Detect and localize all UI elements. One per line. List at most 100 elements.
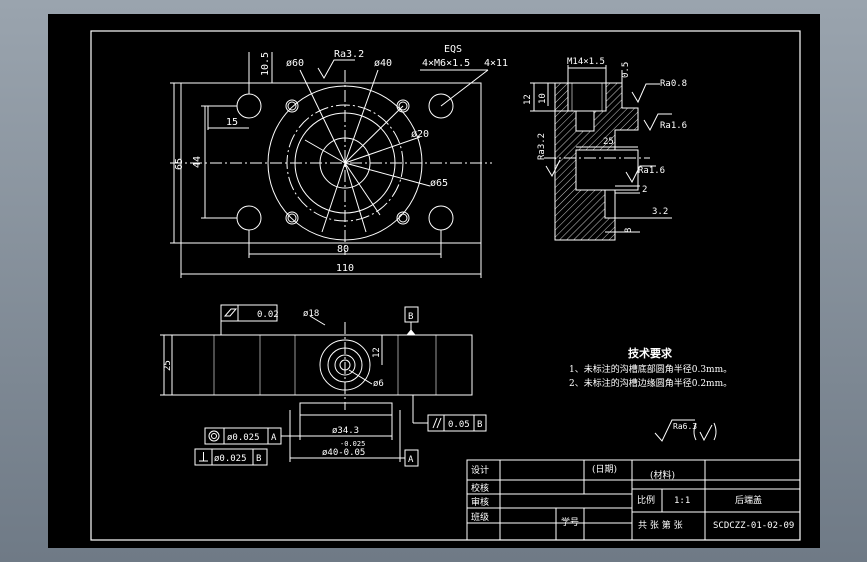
tb-scale-label: 比例 xyxy=(637,494,655,506)
tech-title: 技术要求 xyxy=(628,346,673,360)
label-44: 44 xyxy=(192,156,203,168)
concentricity-icon xyxy=(208,430,220,442)
leader-d20 xyxy=(344,136,421,164)
leader-d40 xyxy=(344,69,379,164)
roughness-symbol xyxy=(625,165,656,184)
section-view-labels: M14×1.5 0.5 Ra0.8 12 10 Ra1.6 Ra3.2 25 R… xyxy=(523,57,687,233)
label-15: 15 xyxy=(226,117,238,128)
label-d40: ø40 xyxy=(374,58,392,69)
circle-d20 xyxy=(319,137,371,189)
threaded-hole-core xyxy=(398,101,408,111)
front-view xyxy=(160,304,487,467)
label-d6: ø6 xyxy=(373,379,384,389)
title-block-frame xyxy=(466,459,801,541)
label-110: 110 xyxy=(336,263,354,274)
datum-a-box xyxy=(404,449,419,467)
concentricity-icon xyxy=(211,433,217,439)
tech-line-1: 1、未标注的沟槽底部圆角半径0.3mm。 xyxy=(569,363,732,375)
label-ra08: Ra0.8 xyxy=(660,79,687,89)
label-12: 12 xyxy=(372,347,382,358)
tb-review: 审核 xyxy=(471,496,489,508)
label-ra32: Ra3.2 xyxy=(537,133,547,160)
tb-material: (材料) xyxy=(650,469,675,481)
tb-sheets: 共 张 第 张 xyxy=(638,519,683,531)
label-holes: 4×11 xyxy=(484,58,508,69)
label-parallel-tol: 0.05 xyxy=(448,420,470,430)
label-datum-a: A xyxy=(408,455,414,465)
tb-class: 班级 xyxy=(471,511,489,523)
threaded-hole-core xyxy=(287,101,297,111)
leader-radial xyxy=(321,162,346,233)
label-d65: ø65 xyxy=(430,178,448,189)
recess xyxy=(575,149,639,191)
label-concentric-tol: ø0.025 xyxy=(227,433,260,443)
top-view xyxy=(170,52,492,278)
circle-d40 xyxy=(294,112,396,214)
tb-part-name: 后端盖 xyxy=(735,494,762,506)
label-d60: ø60 xyxy=(286,58,304,69)
corner-hole xyxy=(236,93,262,119)
label-d18: ø18 xyxy=(303,309,319,319)
label-3-2: 3.2 xyxy=(652,207,668,217)
label-25: 25 xyxy=(603,137,614,147)
label-80: 80 xyxy=(337,244,349,255)
label-25: 25 xyxy=(163,360,173,371)
leader-d18 xyxy=(309,315,326,326)
title-block-labels: 设计 校核 审核 班级 学号 (日期) (材料) 比例 1:1 后端盖 共 张 … xyxy=(471,464,794,531)
drawing-border xyxy=(90,30,801,541)
top-view-labels: ø60 Ra3.2 ø40 EQS 4×M6×1.5 4×11 10.5 15 … xyxy=(174,44,508,274)
label-d34: ø34.3 xyxy=(332,426,359,436)
label-flatness: 0.02 xyxy=(257,310,279,320)
leader-thread xyxy=(344,105,404,164)
inner-bore xyxy=(575,110,595,132)
label-eqs: EQS xyxy=(444,44,462,55)
label-d20: ø20 xyxy=(411,129,429,140)
tb-drawing-no: SCDCZZ-01-02-09 xyxy=(713,521,794,531)
label-parallel-ref: B xyxy=(477,420,482,430)
boss-d6 xyxy=(339,359,351,371)
leader-d65 xyxy=(344,162,431,187)
label-10-5: 10.5 xyxy=(260,52,271,76)
parallel-icon xyxy=(436,417,442,429)
leader-d6 xyxy=(348,369,373,385)
roughness-symbol xyxy=(643,113,672,132)
label-concentric-ref: A xyxy=(271,433,277,443)
tb-check: 校核 xyxy=(471,482,489,494)
label-2: 2 xyxy=(642,185,647,195)
roughness-symbol xyxy=(545,159,561,178)
front-view-labels: 0.02 ø18 B 25 12 ø6 ø34.3 0.05 B ø0.025 … xyxy=(163,309,482,465)
leader-d60 xyxy=(299,69,346,164)
roughness-symbol-general xyxy=(654,419,695,442)
tech-line-2: 2、未标注的沟槽边缘圆角半径0.2mm。 xyxy=(569,377,732,389)
label-65: 65 xyxy=(174,158,185,170)
roughness-symbol xyxy=(631,83,660,104)
label-0-5: 0.5 xyxy=(621,62,631,78)
section-outline xyxy=(554,83,616,241)
drawing-sheet xyxy=(48,14,820,548)
threaded-hole-core xyxy=(398,213,408,223)
threaded-hole xyxy=(396,99,410,113)
label-thread: 4×M6×1.5 xyxy=(422,58,470,69)
front-view-outline xyxy=(171,334,473,396)
label-ra63: Ra6.3 xyxy=(673,422,697,431)
roughness-symbol xyxy=(317,59,355,79)
section-view xyxy=(530,65,672,241)
label-ra16a: Ra1.6 xyxy=(660,121,687,131)
label-m14: M14×1.5 xyxy=(567,57,605,67)
tb-design: 设计 xyxy=(471,464,489,476)
perpendicular-frame xyxy=(194,448,268,466)
leader-radial xyxy=(344,162,367,233)
datum-b-triangle xyxy=(405,329,417,336)
threaded-hole xyxy=(285,99,299,113)
tb-scale-value: 1:1 xyxy=(674,496,690,506)
leader-radial xyxy=(304,139,346,164)
groove xyxy=(604,189,616,219)
parallel-frame xyxy=(427,414,487,432)
leader-radial xyxy=(344,162,381,216)
leader-holes xyxy=(440,69,489,107)
corner-hole xyxy=(428,205,454,231)
tb-student-id: 学号 xyxy=(561,516,579,528)
label-ra16b: Ra1.6 xyxy=(638,166,665,176)
tb-date: (日期) xyxy=(592,464,617,475)
